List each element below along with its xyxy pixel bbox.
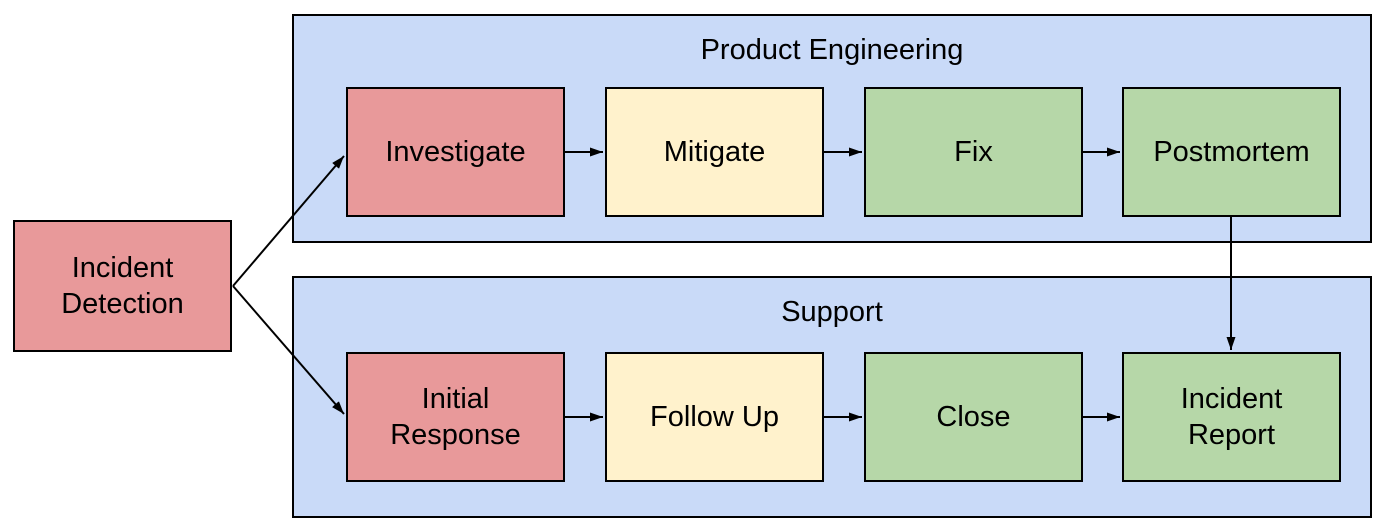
node-investigate: Investigate xyxy=(346,87,565,217)
node-postmortem: Postmortem xyxy=(1122,87,1341,217)
node-incident-detection: Incident Detection xyxy=(13,220,232,352)
node-close: Close xyxy=(864,352,1083,482)
node-fix: Fix xyxy=(864,87,1083,217)
group-title-product-engineering: Product Engineering xyxy=(700,34,964,66)
node-follow-up: Follow Up xyxy=(605,352,824,482)
group-title-support: Support xyxy=(781,296,883,328)
node-initial-response: Initial Response xyxy=(346,352,565,482)
node-incident-report: Incident Report xyxy=(1122,352,1341,482)
node-mitigate: Mitigate xyxy=(605,87,824,217)
